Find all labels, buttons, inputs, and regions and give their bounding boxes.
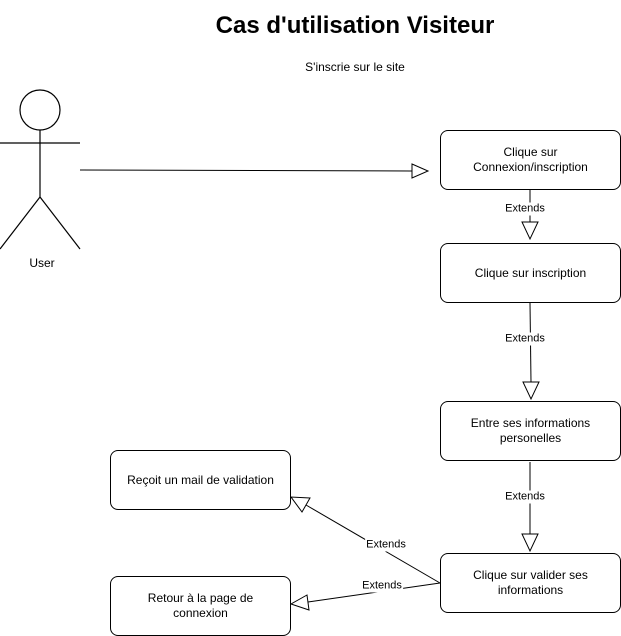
diagram-subtitle: S'inscrie sur le site [305, 60, 405, 74]
usecase-mail[interactable]: Reçoit un mail de validation [110, 450, 291, 510]
actor-label: User [29, 256, 55, 270]
usecase-connexion[interactable]: Clique sur Connexion/inscription [440, 130, 621, 190]
extends-arrow-5 [289, 582, 441, 611]
usecase-retour[interactable]: Retour à la page de connexion [110, 576, 291, 636]
usecase-valider[interactable]: Clique sur valider ses informations [440, 553, 621, 613]
extends-arrow-2 [522, 302, 540, 401]
edge-label-extends: Extends [361, 579, 403, 593]
edge-label-extends: Extends [365, 538, 407, 552]
actor-figure [0, 89, 81, 250]
usecase-infos[interactable]: Entre ses informations personelles [440, 401, 621, 461]
edge-label-extends: Extends [504, 202, 546, 216]
diagram-title: Cas d'utilisation Visiteur [215, 12, 495, 39]
edge-label-extends: Extends [504, 490, 546, 504]
extends-arrow-3 [521, 462, 539, 553]
association-arrow [79, 163, 430, 179]
edge-label-extends: Extends [504, 332, 546, 346]
usecase-inscription[interactable]: Clique sur inscription [440, 243, 621, 303]
